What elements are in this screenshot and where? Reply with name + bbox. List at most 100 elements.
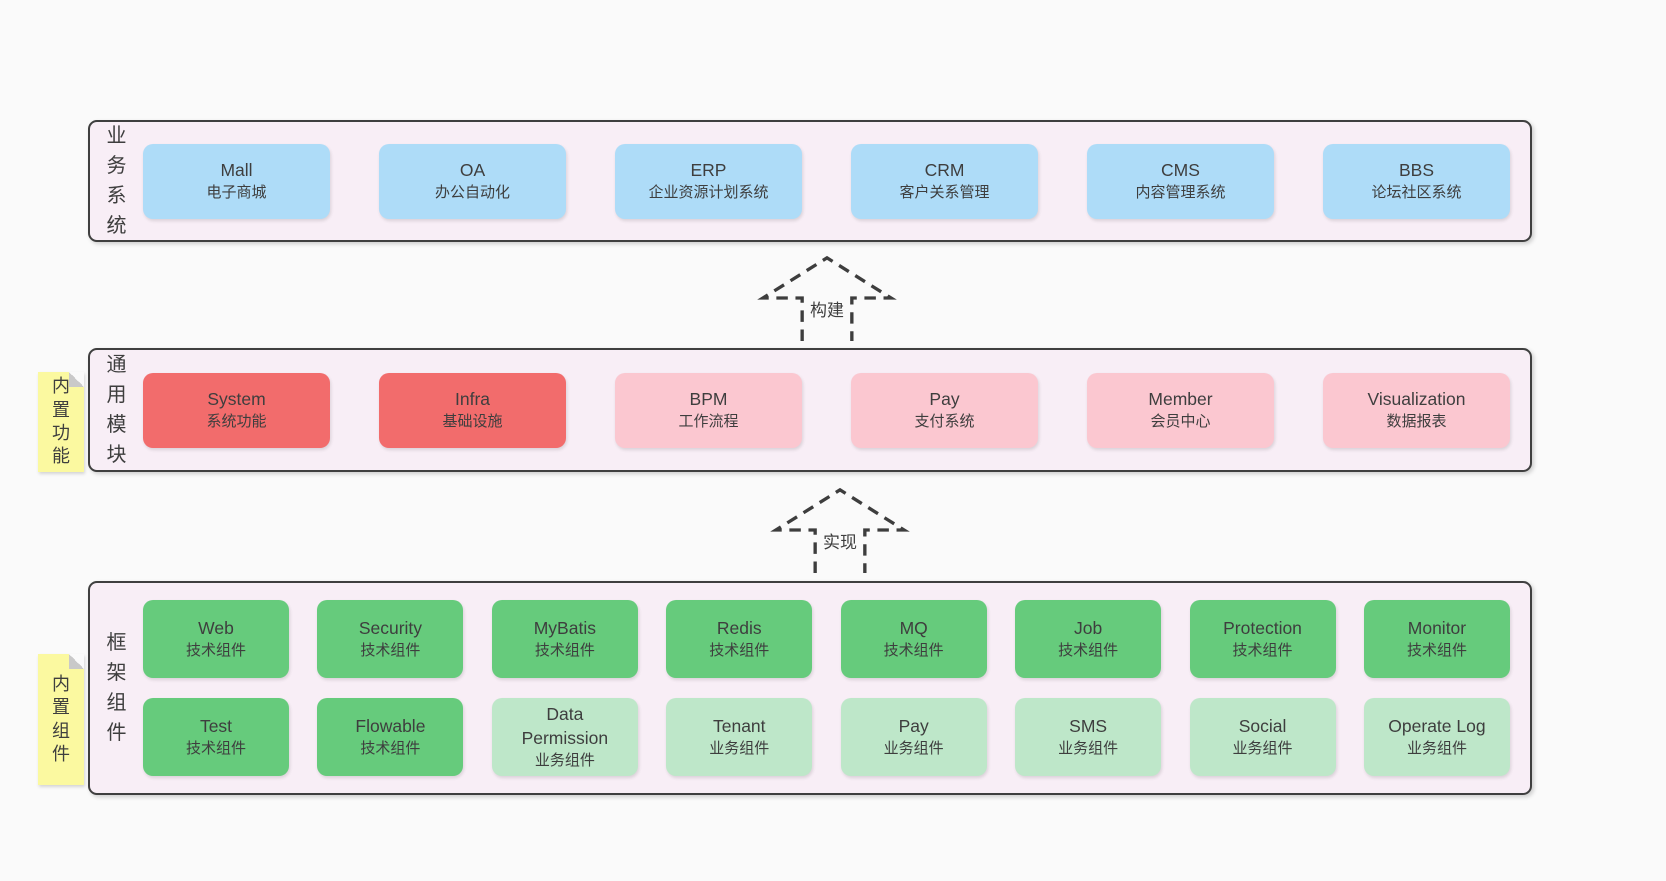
arrow-up-build: 构建 (757, 255, 897, 341)
box-title: CRM (924, 159, 965, 180)
diagram-box-job: Job 技术组件 (1015, 600, 1162, 678)
diagram-box-tenant: Tenant 业务组件 (666, 698, 813, 776)
box-subtitle: 会员中心 (1150, 413, 1211, 431)
box-subtitle: 业务组件 (534, 752, 595, 770)
box-subtitle: 业务组件 (883, 740, 944, 758)
box-subtitle: 数据报表 (1386, 413, 1447, 431)
diagram-box-pay: Pay 业务组件 (840, 698, 987, 776)
box-title: Protection (1223, 617, 1302, 638)
diagram-box-mybatis: MyBatis 技术组件 (491, 600, 638, 678)
sticky-note-built-in-features: 内置功能 (38, 372, 84, 472)
box-title: System (207, 388, 266, 409)
box-row: Mall 电子商城 OA 办公自动化 ERP 企业资源计划系统 CRM 客户关系管理 CMS 内容… (143, 143, 1510, 219)
box-title: Job (1074, 617, 1103, 638)
box-subtitle: 技术组件 (185, 642, 246, 660)
box-title: Redis (716, 617, 762, 638)
diagram-box-mall: Mall 电子商城 (143, 143, 330, 219)
box-subtitle: 业务组件 (709, 740, 770, 758)
diagram-box-crm: CRM 客户关系管理 (851, 143, 1038, 219)
diagram-box-data-permission: Data Permission 业务组件 (491, 698, 638, 776)
sticky-label: 内置组件 (52, 673, 70, 764)
section-label: 通用模块 (106, 354, 127, 466)
box-grid: System 系统功能 Infra 基础设施 BPM 工作流程 Pay 支付系统 Member 会… (143, 350, 1530, 470)
box-subtitle: 论坛社区系统 (1371, 184, 1462, 202)
diagram-box-flowable: Flowable 技术组件 (317, 698, 464, 776)
section-label: 框架组件 (106, 632, 127, 744)
box-title: CMS (1161, 159, 1200, 180)
box-title: Test (199, 715, 233, 736)
box-subtitle: 技术组件 (883, 642, 944, 660)
box-title: Social (1238, 715, 1287, 736)
box-subtitle: 工作流程 (678, 413, 739, 431)
box-title: Data Permission (521, 703, 609, 748)
box-subtitle: 技术组件 (185, 740, 246, 758)
box-subtitle: 系统功能 (206, 413, 267, 431)
box-title: Visualization (1367, 388, 1466, 409)
box-subtitle: 业务组件 (1406, 740, 1467, 758)
box-subtitle: 企业资源计划系统 (648, 184, 769, 202)
box-title: ERP (690, 159, 727, 180)
box-title: Web (198, 617, 234, 638)
box-title: Monitor (1407, 617, 1467, 638)
box-title: OA (459, 159, 486, 180)
box-title: Flowable (355, 715, 426, 736)
diagram-box-monitor: Monitor 技术组件 (1363, 600, 1510, 678)
diagram-box-visualization: Visualization 数据报表 (1323, 372, 1510, 448)
diagram-box-security: Security 技术组件 (317, 600, 464, 678)
box-subtitle: 基础设施 (442, 413, 503, 431)
box-subtitle: 技术组件 (1406, 642, 1467, 660)
box-subtitle: 电子商城 (206, 184, 267, 202)
box-title: Operate Log (1388, 715, 1486, 736)
box-title: Security (358, 617, 423, 638)
box-subtitle: 内容管理系统 (1135, 184, 1226, 202)
box-title: Tenant (712, 715, 766, 736)
box-title: MyBatis (533, 617, 596, 638)
arrow-up-implement: 实现 (770, 487, 910, 573)
diagram-box-system: System 系统功能 (143, 372, 330, 448)
box-grid: Mall 电子商城 OA 办公自动化 ERP 企业资源计划系统 CRM 客户关系管理 CMS 内容… (143, 122, 1530, 240)
box-title: Mall (220, 159, 253, 180)
diagram-box-oa: OA 办公自动化 (379, 143, 566, 219)
box-subtitle: 技术组件 (534, 642, 595, 660)
box-title: Infra (454, 388, 491, 409)
section-label: 业务系统 (106, 125, 127, 237)
diagram-box-bbs: BBS 论坛社区系统 (1323, 143, 1510, 219)
dashed-up-arrow-icon (770, 487, 910, 573)
box-subtitle: 办公自动化 (434, 184, 510, 202)
box-title: BPM (689, 388, 728, 409)
diagram-box-infra: Infra 基础设施 (379, 372, 566, 448)
section-business-systems: 业务系统 Mall 电子商城 OA 办公自动化 ERP 企业资源计划系统 CRM 客户关系管理… (88, 120, 1532, 242)
box-subtitle: 客户关系管理 (899, 184, 990, 202)
diagram-box-bpm: BPM 工作流程 (615, 372, 802, 448)
box-title: BBS (1398, 159, 1435, 180)
section-framework-components: 框架组件 Web 技术组件 Security 技术组件 MyBatis 技术组件 Redis… (88, 581, 1532, 795)
arrow-label: 构建 (807, 296, 847, 321)
diagram-box-cms: CMS 内容管理系统 (1087, 143, 1274, 219)
sticky-label: 内置功能 (52, 376, 70, 467)
box-subtitle: 技术组件 (1058, 642, 1119, 660)
box-row: System 系统功能 Infra 基础设施 BPM 工作流程 Pay 支付系统 Member 会… (143, 372, 1510, 448)
diagram-box-erp: ERP 企业资源计划系统 (615, 143, 802, 219)
diagram-box-operate-log: Operate Log 业务组件 (1363, 698, 1510, 776)
arrow-label: 实现 (820, 528, 860, 553)
box-title: Member (1148, 388, 1213, 409)
box-title: Pay (898, 715, 929, 736)
box-subtitle: 支付系统 (914, 413, 975, 431)
box-subtitle: 技术组件 (360, 642, 421, 660)
diagram-box-test: Test 技术组件 (143, 698, 289, 776)
box-subtitle: 技术组件 (360, 740, 421, 758)
diagram-box-web: Web 技术组件 (143, 600, 289, 678)
folded-corner-icon (69, 654, 84, 669)
dashed-up-arrow-icon (757, 255, 897, 341)
diagram-box-member: Member 会员中心 (1087, 372, 1274, 448)
sticky-note-built-in-components: 内置组件 (38, 654, 84, 785)
box-title: Pay (929, 388, 960, 409)
